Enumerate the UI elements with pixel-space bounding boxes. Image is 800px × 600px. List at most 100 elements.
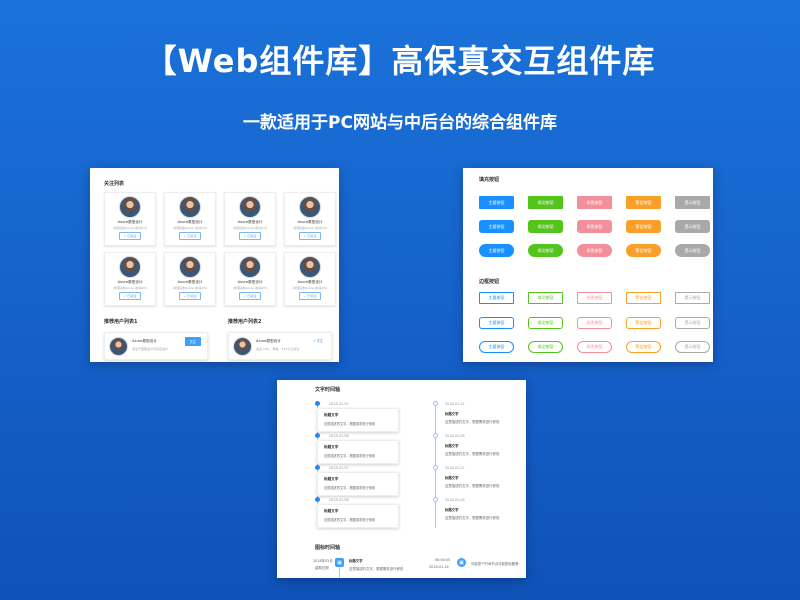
rec-list-2-title: 推荐用户列表2 xyxy=(228,319,262,325)
follow-card: Axure原型设计共同好友Axure (共享23)✓ 已关注 xyxy=(284,252,336,306)
rec-user-name: Axure原型设计 xyxy=(132,339,157,343)
success-outline-button[interactable]: 成功按钮 xyxy=(528,292,563,304)
timeline-dot xyxy=(433,497,438,502)
timeline-item-desc: 这是描述的文字，根据需求进行修改 xyxy=(445,420,500,424)
timeline-dot xyxy=(315,401,320,406)
follow-card-name: Axure原型设计 xyxy=(237,220,263,224)
info-button[interactable]: 提示按钮 xyxy=(675,220,710,233)
timeline-date: 2018-01-01 xyxy=(329,402,349,406)
timeline-date: 2018-01-07 xyxy=(445,466,465,470)
timeline-date: 2018-01-06 xyxy=(329,498,349,502)
rec-user-desc: 关注 199 ，粉丝 · 571人已关注 xyxy=(256,347,300,351)
icon-timeline-date: 08:00:00 xyxy=(435,558,451,562)
info-outline-button[interactable]: 提示按钮 xyxy=(675,292,710,304)
follow-card: Axure原型设计共同好友Axure (共享23) ✓ 已关注 xyxy=(224,252,276,306)
follow-card-name: Axure原型设计 xyxy=(237,280,263,284)
warning-button[interactable]: 警告按钮 xyxy=(626,244,661,257)
avatar xyxy=(109,337,128,356)
icon-timeline-time: 2018-01-16 xyxy=(429,565,449,569)
timeline-dot xyxy=(315,497,320,502)
timeline-item-desc: 这是描述的文字，根据需求进行修改 xyxy=(324,518,375,522)
warning-outline-button[interactable]: 警告按钮 xyxy=(626,292,661,304)
timeline-dot xyxy=(433,465,438,470)
follow-card-desc: 共同好友Axure (共享23) xyxy=(113,226,147,230)
follow-link[interactable]: + 关注 xyxy=(312,339,323,343)
timeline-panel: 文字时间轴 2018-01-01 标题文字这是描述的文字，根据需求进行修改 20… xyxy=(277,380,526,578)
text-timeline-title: 文字时间轴 xyxy=(315,387,341,393)
timeline-item-box: 标题文字这是描述的文字，根据需求进行修改 xyxy=(317,408,399,432)
followed-button[interactable]: ✓ 已关注 xyxy=(118,292,142,300)
timeline-dot xyxy=(315,433,320,438)
danger-button[interactable]: 失败按钮 xyxy=(577,220,612,233)
primary-button[interactable]: 主要按钮 xyxy=(479,196,514,209)
danger-outline-button[interactable]: 失败按钮 xyxy=(577,292,612,304)
primary-outline-button[interactable]: 主要按钮 xyxy=(479,341,514,353)
border-button-row-square: 主要按钮 成功按钮 失败按钮 警告按钮 提示按钮 xyxy=(479,292,710,304)
primary-outline-button[interactable]: 主要按钮 xyxy=(479,317,514,329)
danger-button[interactable]: 失败按钮 xyxy=(577,196,612,209)
timeline-item-title: 标题文字 xyxy=(324,445,339,449)
rec-user-name: Axure原型设计 xyxy=(256,339,281,343)
icon-timeline-item: 标题文字这是描述的文字，根据需求进行修改 xyxy=(349,558,403,571)
timeline-date: 2018-01-07 xyxy=(329,466,349,470)
timeline-date: 2018-01-06 xyxy=(445,498,465,502)
danger-outline-button[interactable]: 失败按钮 xyxy=(577,317,612,329)
warning-outline-button[interactable]: 警告按钮 xyxy=(626,341,661,353)
follow-card: Axure原型设计共同好友Axure (共享23)✓ 已关注 xyxy=(104,252,156,306)
primary-button[interactable]: 主要按钮 xyxy=(479,220,514,233)
timeline-dot xyxy=(315,465,320,470)
follow-card-name: Axure原型设计 xyxy=(177,220,203,224)
primary-button[interactable]: 主要按钮 xyxy=(479,244,514,257)
page-subtitle: 一款适用于PC网站与中后台的综合组件库 xyxy=(243,113,557,133)
primary-outline-button[interactable]: 主要按钮 xyxy=(479,292,514,304)
followed-button[interactable]: ✓ 已关注 xyxy=(298,232,322,240)
danger-outline-button[interactable]: 失败按钮 xyxy=(577,341,612,353)
timeline-item-title: 标题文字 xyxy=(445,444,459,448)
followed-button[interactable]: ✓ 已关注 xyxy=(298,292,322,300)
timeline-item-desc: 这是描述的文字，根据需求进行修改 xyxy=(324,454,375,458)
success-outline-button[interactable]: 成功按钮 xyxy=(528,317,563,329)
icon-timeline-axis xyxy=(339,567,340,578)
success-button[interactable]: 成功按钮 xyxy=(528,244,563,257)
info-button[interactable]: 提示按钮 xyxy=(675,196,710,209)
warning-button[interactable]: 警告按钮 xyxy=(626,196,661,209)
followed-button[interactable]: ✓ 已关注 xyxy=(178,292,202,300)
avatar xyxy=(239,196,261,218)
timeline-item-title: 标题文字 xyxy=(445,508,459,512)
fill-button-row-radius: 主要按钮 成功按钮 失败按钮 警告按钮 提示按钮 xyxy=(479,220,710,233)
border-button-title: 边框按钮 xyxy=(479,279,500,285)
icon-timeline-time: 星期日期 xyxy=(315,566,329,570)
followed-button[interactable]: ✓ 已关注 xyxy=(238,232,262,240)
followed-button[interactable]: ✓ 已关注 xyxy=(118,232,142,240)
timeline-date: 2018-01-08 xyxy=(445,434,465,438)
follow-button[interactable]: 关注 xyxy=(184,337,201,346)
info-outline-button[interactable]: 提示按钮 xyxy=(675,341,710,353)
button-panel: 填充按钮 主要按钮 成功按钮 失败按钮 警告按钮 提示按钮 主要按钮 成功按钮 … xyxy=(463,168,713,362)
info-outline-button[interactable]: 提示按钮 xyxy=(675,317,710,329)
rec-user-card-2: Axure原型设计 关注 199 ，粉丝 · 571人已关注 + 关注 xyxy=(228,332,332,360)
follow-card-desc: 共同好友Axure (共享23) xyxy=(233,286,267,290)
follow-list-title: 关注列表 xyxy=(104,181,125,187)
info-button[interactable]: 提示按钮 xyxy=(675,244,710,257)
success-button[interactable]: 成功按钮 xyxy=(528,220,563,233)
follow-list-panel: 关注列表 Axure原型设计共同好友Axure (共享23)✓ 已关注 Axur… xyxy=(90,168,339,362)
danger-button[interactable]: 失败按钮 xyxy=(577,244,612,257)
success-button[interactable]: 成功按钮 xyxy=(528,196,563,209)
avatar xyxy=(299,196,321,218)
warning-outline-button[interactable]: 警告按钮 xyxy=(626,317,661,329)
follow-card: Axure原型设计共同好友Axure (共享23)✓ 已关注 xyxy=(224,192,276,246)
follow-card-name: Axure原型设计 xyxy=(117,220,143,224)
avatar xyxy=(233,337,252,356)
image-icon: ▣ xyxy=(335,558,344,567)
success-outline-button[interactable]: 成功按钮 xyxy=(528,341,563,353)
followed-button[interactable]: ✓ 已关注 xyxy=(178,232,202,240)
timeline-item-title: 标题文字 xyxy=(445,412,459,416)
followed-button[interactable]: ✓ 已关注 xyxy=(238,292,262,300)
rec-user-desc: 专注于原型设计与交互设计 xyxy=(132,347,169,351)
follow-card-name: Axure原型设计 xyxy=(297,220,323,224)
timeline-item-title: 标题文字 xyxy=(445,476,459,480)
warning-button[interactable]: 警告按钮 xyxy=(626,220,661,233)
follow-card: Axure原型设计共同好友Axure (共享23) ✓ 已关注 xyxy=(104,192,156,246)
follow-card-desc: 共同好友Axure (共享23) xyxy=(173,226,207,230)
timeline-item-title: 标题文字 xyxy=(324,477,339,481)
